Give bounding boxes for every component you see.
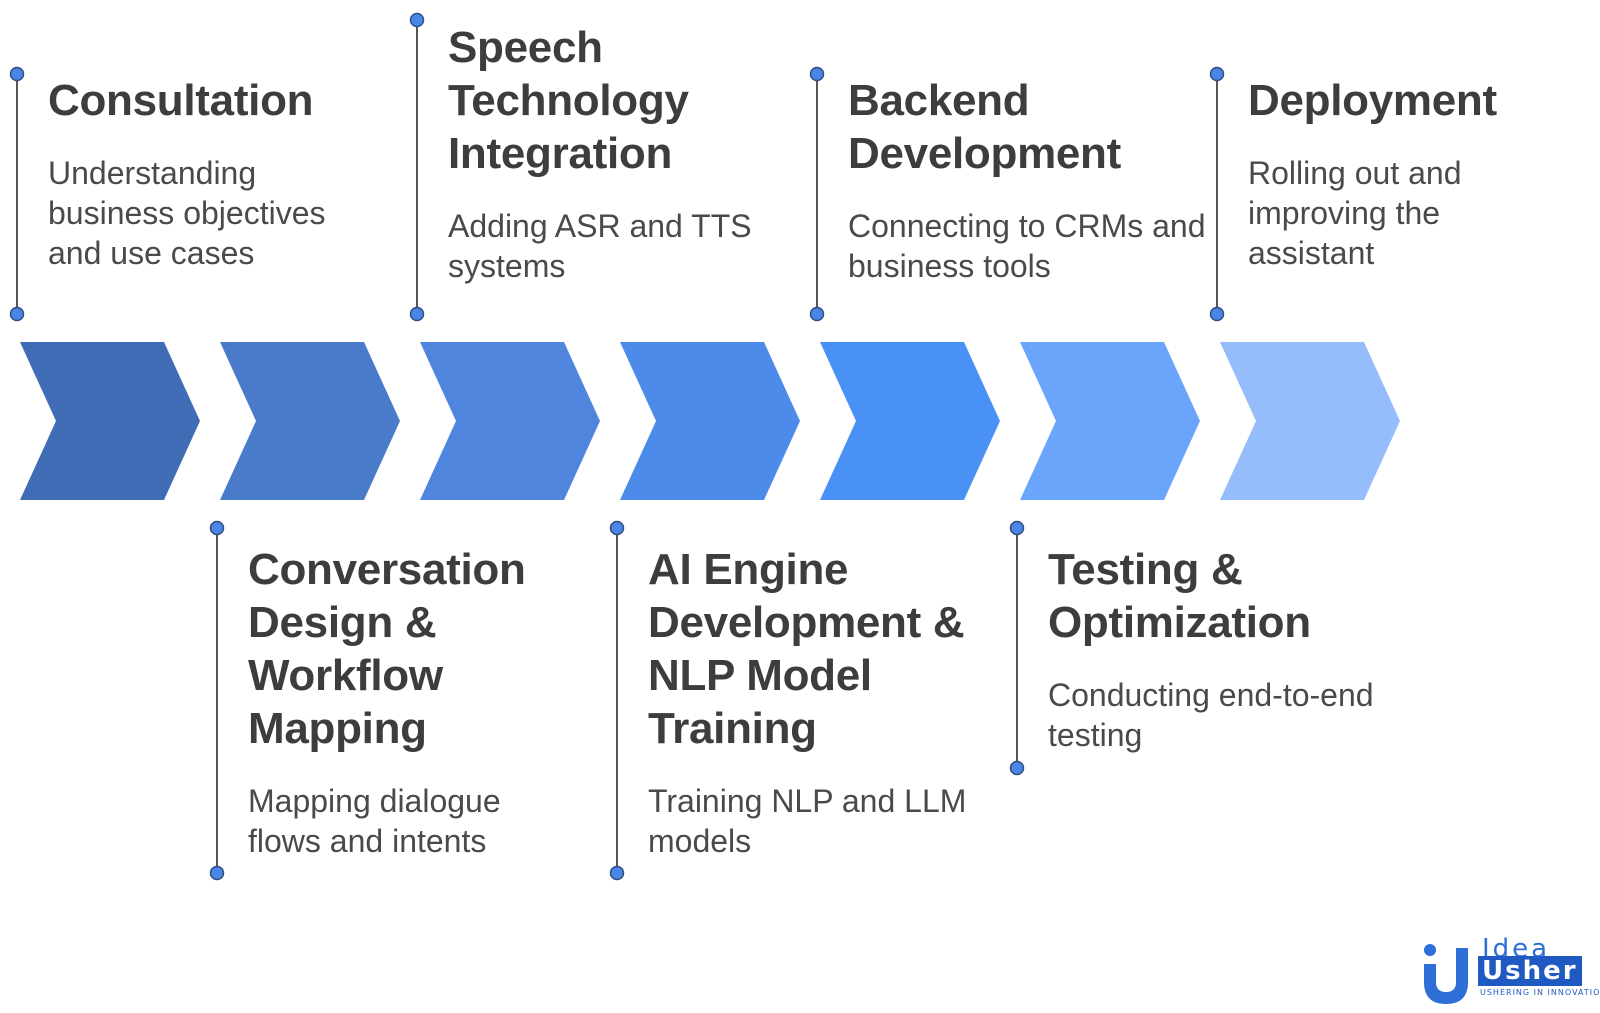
step-title: Conversation Design & Workflow Mapping — [248, 545, 526, 753]
step-description: Conducting end-to-end testing — [1048, 677, 1374, 753]
logo-u-icon — [1424, 944, 1468, 1004]
connector-dot-4-start — [609, 520, 625, 536]
connector-dot-4-end — [609, 865, 625, 881]
chevron-step-3 — [420, 342, 600, 500]
connector-dot-3-end — [409, 306, 425, 322]
connector-lines — [9, 12, 1225, 881]
chevron-step-7 — [1220, 342, 1400, 500]
connector-dot-1-end — [9, 306, 25, 322]
step-description: Connecting to CRMs and business tools — [848, 208, 1206, 284]
step-consultation: Consultation Understanding business obje… — [48, 74, 388, 273]
logo-tagline: USHERING IN INNOVATION — [1480, 988, 1600, 997]
step-deployment: Deployment Rolling out and improving the… — [1248, 74, 1548, 273]
connector-dot-5-end — [809, 306, 825, 322]
step-title: Speech Technology Integration — [448, 23, 689, 178]
chevron-row — [20, 342, 1400, 500]
step-title: Backend Development — [848, 76, 1121, 178]
step-ai-engine: AI Engine Development & NLP Model Traini… — [648, 543, 978, 861]
idea-usher-logo: Idea Usher USHERING IN INNOVATION — [1420, 934, 1600, 1010]
step-description: Mapping dialogue flows and intents — [248, 783, 501, 859]
step-description: Adding ASR and TTS systems — [448, 208, 752, 284]
step-description: Understanding business objectives and us… — [48, 155, 326, 271]
connector-dot-3-start — [409, 12, 425, 28]
step-backend: Backend Development Connecting to CRMs a… — [848, 74, 1218, 286]
step-speech-integration: Speech Technology Integration Adding ASR… — [448, 21, 768, 286]
connector-dot-7-start — [1209, 66, 1225, 82]
step-title: Consultation — [48, 76, 314, 125]
chevron-step-4 — [620, 342, 800, 500]
step-testing: Testing & Optimization Conducting end-to… — [1048, 543, 1378, 755]
connector-dot-6-start — [1009, 520, 1025, 536]
connector-dot-2-end — [209, 865, 225, 881]
step-conversation-design: Conversation Design & Workflow Mapping M… — [248, 543, 548, 861]
step-description: Rolling out and improving the assistant — [1248, 155, 1462, 271]
connector-dot-6-end — [1009, 760, 1025, 776]
connector-dot-1-start — [9, 66, 25, 82]
logo-text-usher: Usher — [1478, 956, 1582, 986]
connector-dot-7-end — [1209, 306, 1225, 322]
step-title: Testing & Optimization — [1048, 545, 1311, 647]
connector-dot-5-start — [809, 66, 825, 82]
chevron-step-1 — [20, 342, 200, 500]
chevron-step-2 — [220, 342, 400, 500]
step-description: Training NLP and LLM models — [648, 783, 967, 859]
chevron-step-6 — [1020, 342, 1200, 500]
step-title: Deployment — [1248, 76, 1497, 125]
connector-dot-2-start — [209, 520, 225, 536]
step-title: AI Engine Development & NLP Model Traini… — [648, 545, 965, 753]
chevron-step-5 — [820, 342, 1000, 500]
